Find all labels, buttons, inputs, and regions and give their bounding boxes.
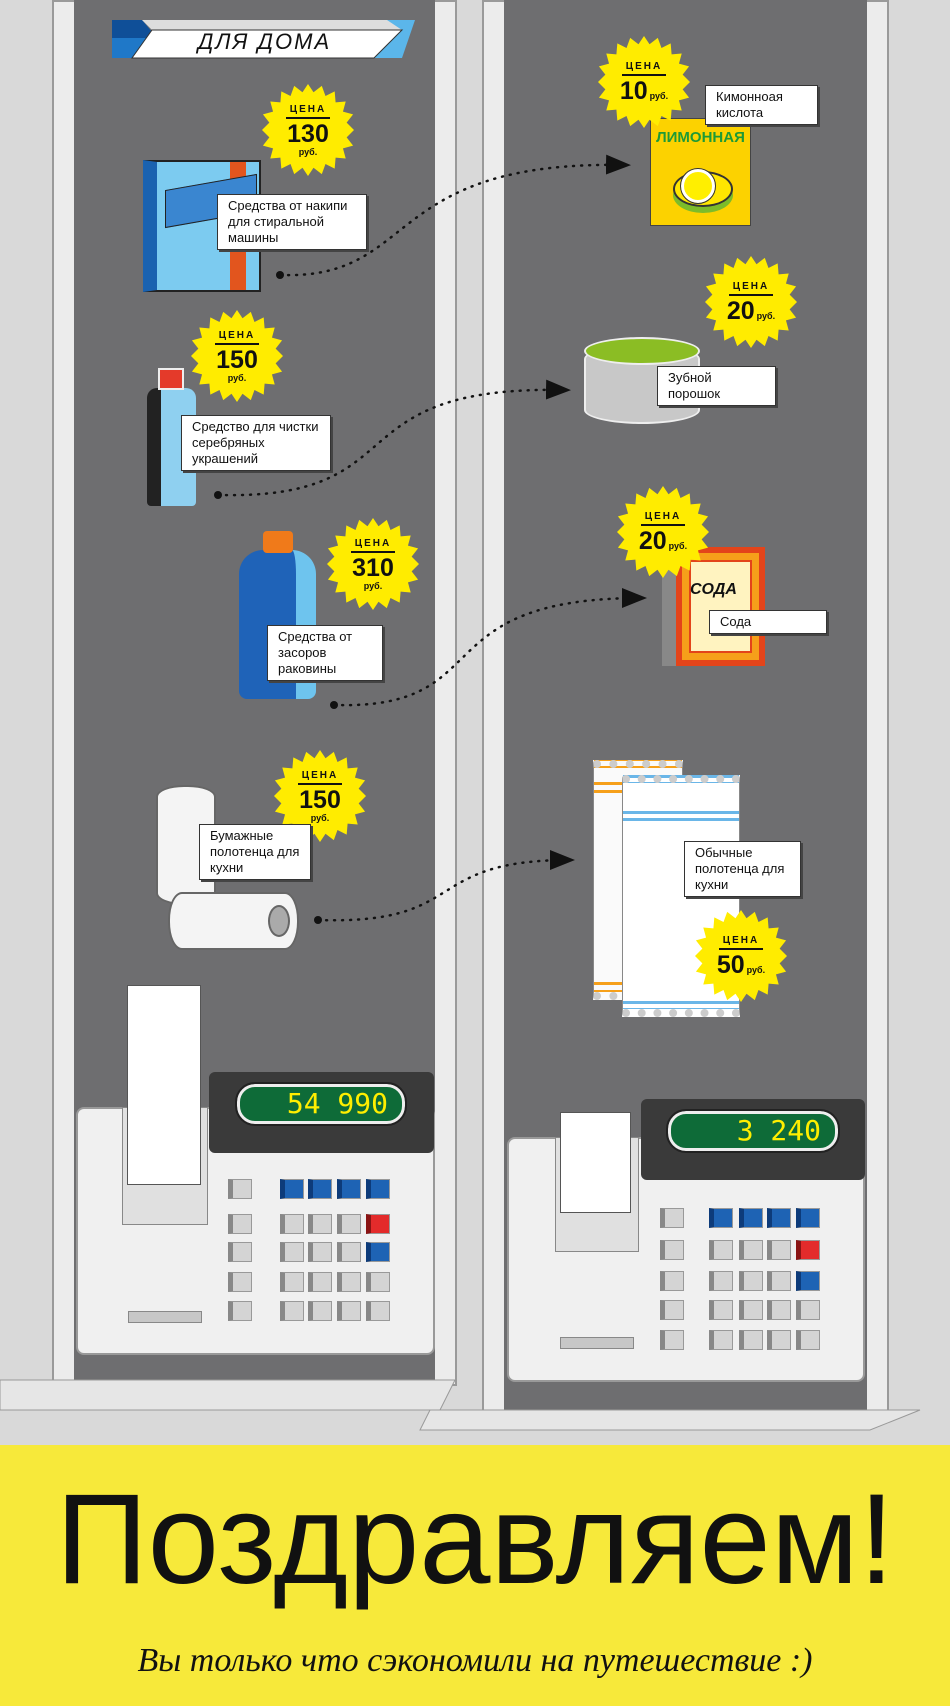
register-key[interactable] — [280, 1301, 304, 1321]
register-key[interactable] — [739, 1208, 763, 1228]
congrats-title: Поздравляем! — [55, 1468, 895, 1611]
register-key[interactable] — [228, 1301, 252, 1321]
item-label: Зубной порошок — [657, 366, 776, 406]
register-key[interactable] — [796, 1240, 820, 1260]
register-key[interactable] — [280, 1272, 304, 1292]
register-key[interactable] — [739, 1271, 763, 1291]
register-key[interactable] — [767, 1240, 791, 1260]
register-key[interactable] — [280, 1179, 304, 1199]
citric-acid-package-image: ЛИМОННАЯ — [650, 118, 751, 226]
register-key[interactable] — [796, 1300, 820, 1320]
item-label: Бумажные полотенца для кухни — [199, 824, 311, 880]
register-key[interactable] — [308, 1301, 332, 1321]
register-key[interactable] — [660, 1330, 684, 1350]
register-key[interactable] — [366, 1272, 390, 1292]
package-text: СОДА — [690, 581, 737, 598]
register-key[interactable] — [308, 1214, 332, 1234]
register-key[interactable] — [308, 1242, 332, 1262]
item-label: Средства от накипи для стиральной машины — [217, 194, 367, 250]
register-key[interactable] — [709, 1208, 733, 1228]
section-title: ДЛЯ ДОМА — [197, 29, 332, 54]
register-key[interactable] — [796, 1330, 820, 1350]
item-label: Обычные полотенца для кухни — [684, 841, 801, 897]
register-key[interactable] — [228, 1242, 252, 1262]
register-key[interactable] — [308, 1179, 332, 1199]
congrats-subtitle: Вы только что сэкономили на путешествие … — [137, 1642, 813, 1679]
register-key[interactable] — [280, 1242, 304, 1262]
item-label: Средство для чистки серебряных украшений — [181, 415, 331, 471]
section-banner — [112, 20, 415, 59]
bottle-cap-icon — [263, 531, 293, 553]
register-key[interactable] — [308, 1272, 332, 1292]
comparison-arrows — [214, 154, 647, 924]
register-key[interactable] — [660, 1300, 684, 1320]
register-key[interactable] — [739, 1240, 763, 1260]
soda-box-image: СОДА — [662, 547, 765, 666]
congrats-banner — [0, 1445, 950, 1706]
register-key[interactable] — [767, 1271, 791, 1291]
register-key[interactable] — [709, 1300, 733, 1320]
register-key[interactable] — [228, 1272, 252, 1292]
register-key[interactable] — [366, 1242, 390, 1262]
item-label: Средства от засоров раковины — [267, 625, 383, 681]
register-key[interactable] — [280, 1214, 304, 1234]
register-key[interactable] — [767, 1208, 791, 1228]
package-text: ЛИМОННАЯ — [656, 129, 745, 146]
register-key[interactable] — [337, 1242, 361, 1262]
register-key[interactable] — [660, 1208, 684, 1228]
shelf-base — [0, 1379, 921, 1431]
register-key[interactable] — [739, 1300, 763, 1320]
jar-lid — [584, 337, 700, 365]
register-key[interactable] — [709, 1330, 733, 1350]
register-key[interactable] — [709, 1240, 733, 1260]
item-label: Сода — [709, 610, 827, 634]
register-key[interactable] — [796, 1271, 820, 1291]
register-key[interactable] — [337, 1272, 361, 1292]
register-key[interactable] — [337, 1179, 361, 1199]
register-key[interactable] — [366, 1301, 390, 1321]
bottle-cap-icon — [158, 368, 184, 390]
register-key[interactable] — [366, 1179, 390, 1199]
register-key[interactable] — [660, 1271, 684, 1291]
register-key[interactable] — [228, 1179, 252, 1199]
register-key[interactable] — [337, 1301, 361, 1321]
register-key[interactable] — [767, 1330, 791, 1350]
register-key[interactable] — [366, 1214, 390, 1234]
register-key[interactable] — [796, 1208, 820, 1228]
left-total-display: 54 990 — [235, 1082, 407, 1126]
receipt-paper — [560, 1112, 631, 1213]
register-key[interactable] — [767, 1300, 791, 1320]
register-key[interactable] — [228, 1214, 252, 1234]
register-key[interactable] — [660, 1240, 684, 1260]
receipt-paper — [127, 985, 201, 1185]
register-key[interactable] — [709, 1271, 733, 1291]
right-total-display: 3 240 — [666, 1109, 840, 1153]
item-label: Кимонноая кислота — [705, 85, 818, 125]
spray-bottle-image — [147, 388, 196, 506]
register-key[interactable] — [337, 1214, 361, 1234]
register-key[interactable] — [739, 1330, 763, 1350]
